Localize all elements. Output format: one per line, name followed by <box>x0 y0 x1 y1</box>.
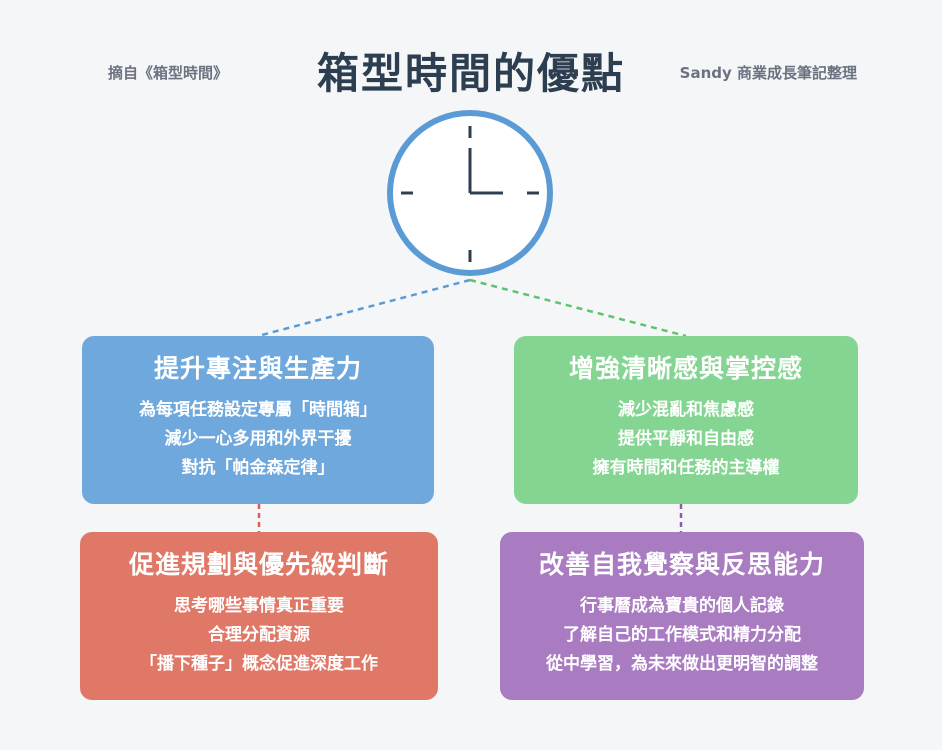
connector-focus <box>257 278 471 338</box>
card-line: 減少一心多用和外界干擾 <box>164 429 352 449</box>
source-note: 摘自《箱型時間》 <box>108 64 229 82</box>
card-line: 「播下種子」概念促進深度工作 <box>140 654 378 674</box>
card-line: 擁有時間和任務的主導權 <box>592 458 780 478</box>
card-line: 從中學習，為未來做出更明智的調整 <box>546 654 818 674</box>
card-line: 減少混亂和焦慮感 <box>618 400 754 420</box>
card-line: 對抗「帕金森定律」 <box>181 458 335 478</box>
author-credit: Sandy 商業成長筆記整理 <box>679 64 857 82</box>
benefit-card-planning: 促進規劃與優先級判斷 思考哪些事情真正重要 合理分配資源 「播下種子」概念促進深… <box>80 532 438 700</box>
card-title: 改善自我覺察與反思能力 <box>538 550 825 579</box>
benefit-card-reflection: 改善自我覺察與反思能力 行事曆成為寶貴的個人記錄 了解自己的工作模式和精力分配 … <box>500 532 864 700</box>
card-title: 增強清晰感與掌控感 <box>568 354 803 383</box>
card-line: 思考哪些事情真正重要 <box>174 596 344 616</box>
card-line: 提供平靜和自由感 <box>618 429 754 449</box>
card-title: 促進規劃與優先級判斷 <box>128 550 389 579</box>
card-line: 行事曆成為寶貴的個人記錄 <box>580 596 784 616</box>
benefit-card-focus: 提升專注與生產力 為每項任務設定專屬「時間箱」 減少一心多用和外界干擾 對抗「帕… <box>82 336 434 504</box>
benefit-card-clarity: 增強清晰感與掌控感 減少混亂和焦慮感 提供平靜和自由感 擁有時間和任務的主導權 <box>514 336 858 504</box>
card-title: 提升專注與生產力 <box>153 354 362 383</box>
clock-icon <box>387 110 553 276</box>
page-title: 箱型時間的優點 <box>316 49 625 98</box>
card-line: 合理分配資源 <box>208 625 310 645</box>
card-line: 了解自己的工作模式和精力分配 <box>563 625 801 645</box>
connector-clarity <box>469 278 687 338</box>
card-line: 為每項任務設定專屬「時間箱」 <box>139 400 377 420</box>
